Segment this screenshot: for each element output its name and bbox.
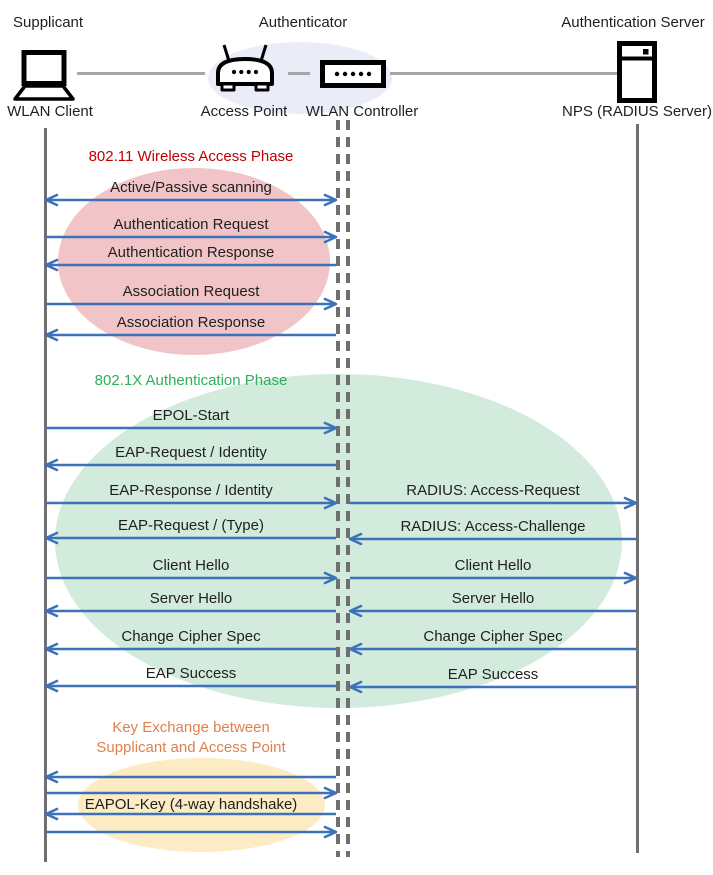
message-label: EAP-Response / Identity bbox=[109, 482, 273, 499]
message-label: EPOL-Start bbox=[152, 407, 230, 424]
role-authenticator-label: Authenticator bbox=[258, 14, 348, 31]
message-label: EAP-Request / Identity bbox=[115, 444, 267, 461]
phase2-title: 802.1X Authentication Phase bbox=[94, 372, 288, 389]
server-icon bbox=[617, 41, 657, 103]
laptop-icon bbox=[13, 50, 75, 101]
role-supplicant-label: Supplicant bbox=[13, 14, 84, 31]
phase1-title: 802.11 Wireless Access Phase bbox=[88, 148, 294, 165]
lifeline-wlan-controller-left bbox=[336, 120, 340, 857]
lifeline-wlan-controller-right bbox=[346, 120, 350, 857]
message-label: Server Hello bbox=[149, 590, 233, 607]
phase3-ellipse bbox=[78, 758, 325, 852]
message-label: Association Request bbox=[122, 283, 260, 300]
message-label: EAP-Request / (Type) bbox=[118, 517, 264, 534]
message-label: Client Hello bbox=[454, 557, 532, 574]
message-label: Server Hello bbox=[451, 590, 535, 607]
access-point-icon bbox=[216, 44, 274, 92]
message-label: EAP Success bbox=[145, 665, 237, 682]
lifeline-wlan-client bbox=[44, 128, 47, 862]
message-label: Authentication Request bbox=[113, 216, 269, 233]
message-label: RADIUS: Access-Challenge bbox=[400, 518, 586, 535]
message-label: Active/Passive scanning bbox=[110, 179, 272, 196]
lifeline-nps bbox=[636, 124, 639, 853]
message-label: EAP Success bbox=[447, 666, 539, 683]
device-access-point-label: Access Point bbox=[200, 103, 288, 120]
message-label: Change Cipher Spec bbox=[121, 628, 261, 645]
connector-line-mid bbox=[288, 72, 310, 75]
device-nps-label: NPS (RADIUS Server) bbox=[561, 103, 713, 120]
device-wlan-client-label: WLAN Client bbox=[7, 103, 93, 120]
device-wlan-controller-label: WLAN Controller bbox=[305, 103, 419, 120]
message-label: Client Hello bbox=[152, 557, 230, 574]
connector-line-left bbox=[77, 72, 205, 75]
message-label: Authentication Response bbox=[107, 244, 275, 261]
message-label: EAPOL-Key (4-way handshake) bbox=[84, 796, 298, 813]
wlan-controller-icon bbox=[320, 60, 386, 88]
role-authentication-server-label: Authentication Server bbox=[561, 14, 705, 31]
phase3-title-line1: Key Exchange between bbox=[112, 719, 270, 736]
message-label: RADIUS: Access-Request bbox=[406, 482, 580, 499]
message-label: Association Response bbox=[116, 314, 266, 331]
phase3-title-line2: Supplicant and Access Point bbox=[96, 739, 286, 756]
message-label: Change Cipher Spec bbox=[423, 628, 563, 645]
connector-line-right bbox=[390, 72, 617, 75]
